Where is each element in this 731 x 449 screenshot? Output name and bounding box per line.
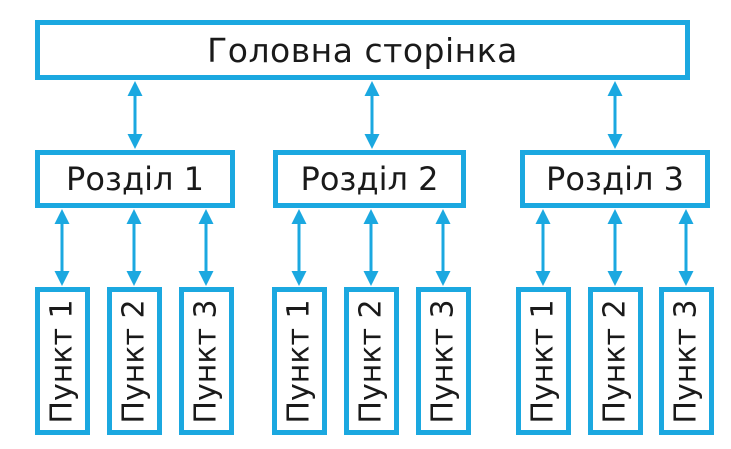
item-box-s3-3: Пункт 3 [659, 287, 714, 435]
section-box-3: Розділ 3 [520, 150, 710, 208]
item-label: Пункт 1 [526, 298, 561, 424]
item-label: Пункт 3 [426, 298, 461, 424]
section-label: Розділ 2 [300, 160, 439, 198]
section-label: Розділ 3 [546, 160, 684, 198]
item-box-s3-2: Пункт 2 [588, 287, 643, 435]
item-label: Пункт 3 [189, 298, 224, 424]
item-label: Пункт 2 [117, 298, 152, 424]
item-box-s2-2: Пункт 2 [344, 287, 399, 435]
item-label: Пункт 3 [669, 298, 704, 424]
item-label: Пункт 1 [45, 298, 80, 424]
item-box-s1-2: Пункт 2 [107, 287, 162, 435]
item-box-s2-3: Пункт 3 [416, 287, 471, 435]
section-label: Розділ 1 [66, 160, 204, 198]
item-box-s3-1: Пункт 1 [516, 287, 571, 435]
item-label: Пункт 1 [282, 298, 317, 424]
section-box-2: Розділ 2 [273, 150, 466, 208]
item-box-s1-1: Пункт 1 [35, 287, 90, 435]
item-label: Пункт 2 [598, 298, 633, 424]
section-box-1: Розділ 1 [35, 150, 235, 208]
root-label: Головна сторінка [207, 30, 518, 70]
root-box-home: Головна сторінка [35, 20, 690, 80]
item-box-s2-1: Пункт 1 [272, 287, 327, 435]
item-label: Пункт 2 [354, 298, 389, 424]
item-box-s1-3: Пункт 3 [179, 287, 234, 435]
